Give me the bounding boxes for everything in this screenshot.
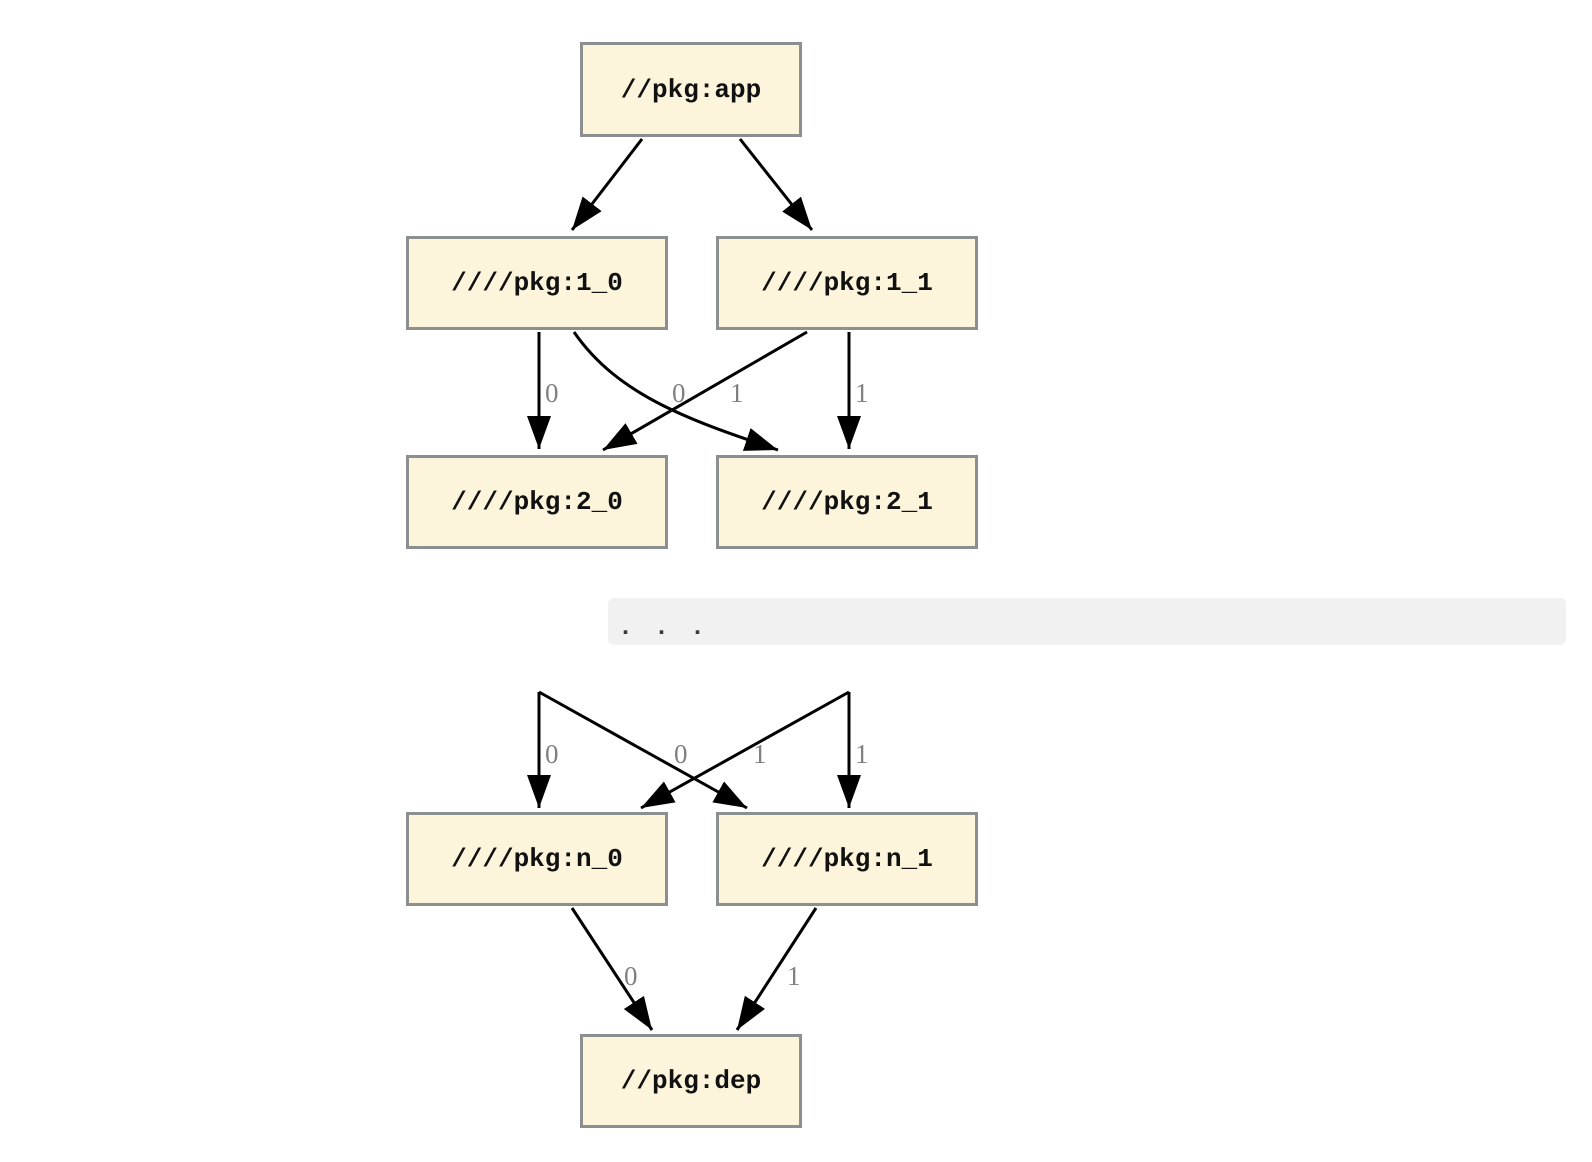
edge-label-n_1-to-dep: 1 bbox=[787, 961, 801, 991]
node-pkg-2_0-label: ////pkg:2_0 bbox=[451, 487, 623, 517]
ellipsis-band bbox=[608, 598, 1566, 645]
edge-app-to-1_1 bbox=[738, 138, 814, 231]
node-pkg-2_1-label: ////pkg:2_1 bbox=[761, 487, 933, 517]
edge-n_1-to-dep bbox=[735, 907, 818, 1031]
node-pkg-1_1: ////pkg:1_1 bbox=[716, 236, 978, 330]
edge-label-1_1-to-2_1: 1 bbox=[855, 378, 869, 408]
edge-label-mid-to-n_0-straight: 0 bbox=[545, 739, 559, 769]
node-pkg-1_1-label: ////pkg:1_1 bbox=[761, 268, 933, 298]
node-pkg-2_1: ////pkg:2_1 bbox=[716, 455, 978, 549]
edge-label-mid-to-n_1-straight: 1 bbox=[855, 739, 869, 769]
edge-label-n_0-to-dep: 0 bbox=[624, 961, 638, 991]
node-pkg-1_0: ////pkg:1_0 bbox=[406, 236, 668, 330]
node-pkg-2_0: ////pkg:2_0 bbox=[406, 455, 668, 549]
edge-label-1_1-to-2_0: 0 bbox=[672, 378, 686, 408]
edge-app-to-1_0 bbox=[570, 138, 644, 231]
edge-label-mid-to-n_0-cross: 0 bbox=[674, 739, 688, 769]
node-pkg-n_1-label: ////pkg:n_1 bbox=[761, 844, 933, 874]
edge-label-mid-to-n_1-cross: 1 bbox=[753, 739, 767, 769]
node-pkg-app-label: //pkg:app bbox=[620, 74, 762, 105]
edge-mid-to-n_0-cross bbox=[640, 690, 850, 810]
node-pkg-1_0-label: ////pkg:1_0 bbox=[451, 268, 623, 298]
node-pkg-n_1: ////pkg:n_1 bbox=[716, 812, 978, 906]
ellipsis-text: . . . bbox=[618, 613, 709, 642]
edge-n_0-to-dep bbox=[570, 907, 654, 1031]
edge-label-1_0-to-2_0: 0 bbox=[545, 378, 559, 408]
edge-mid-to-n_1-cross bbox=[538, 690, 748, 810]
node-pkg-n_0: ////pkg:n_0 bbox=[406, 812, 668, 906]
node-pkg-dep: //pkg:dep bbox=[580, 1034, 802, 1128]
edge-1_1-to-2_0 bbox=[602, 330, 808, 452]
edge-1_0-to-2_1 bbox=[572, 331, 779, 452]
node-pkg-n_0-label: ////pkg:n_0 bbox=[451, 844, 623, 874]
node-pkg-dep-label: //pkg:dep bbox=[620, 1066, 762, 1096]
edge-label-1_0-to-2_1: 1 bbox=[730, 378, 744, 408]
node-pkg-app: //pkg:app bbox=[580, 42, 802, 137]
